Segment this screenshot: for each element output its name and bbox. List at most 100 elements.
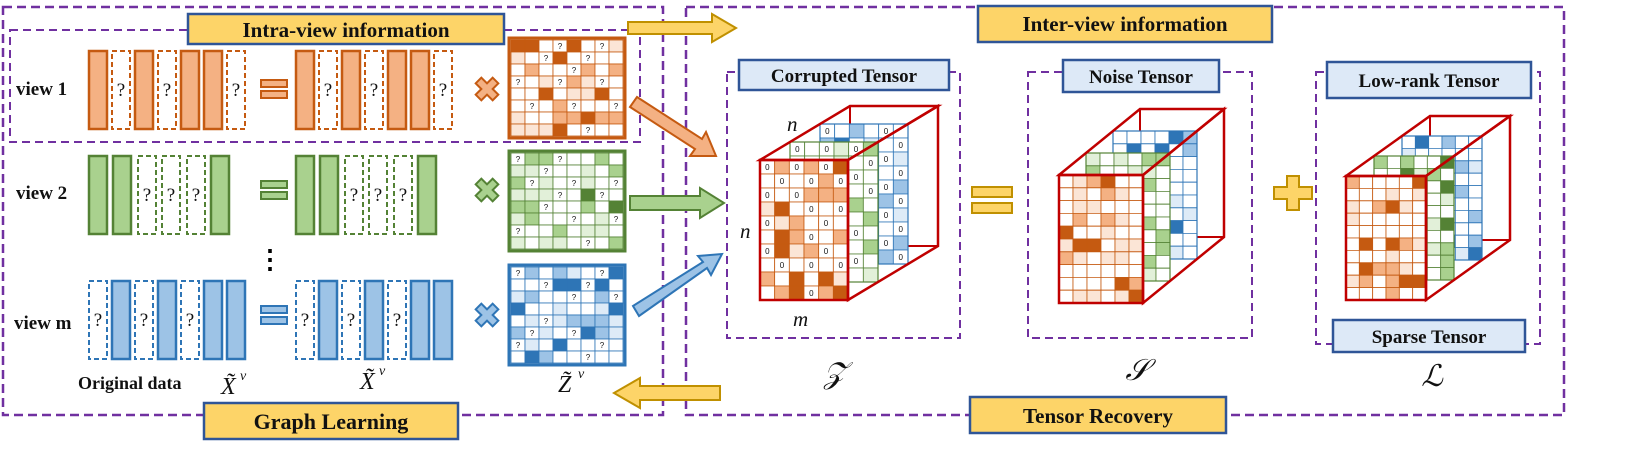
tensor-zero: 0 (854, 257, 859, 266)
tensor-cell (1440, 217, 1455, 231)
tensor-cell (1398, 249, 1414, 264)
tensor-cell (878, 193, 894, 209)
tensor-cell (1058, 238, 1074, 253)
tensor-cell (1426, 229, 1442, 244)
tensor-cell (1468, 209, 1483, 224)
matrix-cell (524, 123, 540, 137)
tensor-cell (863, 123, 880, 139)
graph-matrices: ????????????????????????????????????? (507, 36, 627, 367)
matrix-missing-mark: ? (544, 167, 549, 176)
tensor-cell (832, 187, 849, 203)
tensor-zero: 0 (838, 205, 843, 214)
z-cal-symbol: 𝒵 (823, 357, 854, 390)
tensor-cell (759, 201, 776, 217)
matrix-cell (510, 212, 526, 226)
tensor-cell (1426, 205, 1442, 219)
matrix-cell (510, 123, 526, 137)
matrix-cell (580, 212, 596, 226)
tensor-cell (818, 257, 834, 273)
tensor-cell (1372, 262, 1387, 276)
matrix-missing-mark: ? (600, 78, 605, 87)
svg-text:Intra-view information: Intra-view information (242, 18, 449, 42)
matrix-missing-mark: ? (586, 126, 591, 135)
tensor-cell (1114, 187, 1130, 202)
tensor-cell (1468, 247, 1483, 261)
matrix-cell (510, 51, 526, 65)
tensor-cell (1168, 194, 1184, 209)
missing-column (393, 155, 413, 235)
arrow-view-m (631, 252, 724, 318)
tensor-cell (1345, 287, 1360, 301)
tensor-cell (759, 271, 776, 287)
missing-column (157, 50, 177, 130)
tensor-zero: 0 (884, 127, 889, 136)
tensor-cell (1182, 181, 1198, 196)
tensor-cell (1468, 222, 1483, 236)
tensor-cell (1358, 175, 1374, 189)
tensor-cell (803, 243, 820, 259)
matrix-cell (608, 188, 624, 202)
tensor-cell (1155, 267, 1171, 282)
matrix-cell (566, 302, 582, 316)
tensor-cell (1358, 237, 1374, 251)
matrix-cell (510, 164, 526, 178)
data-column (409, 279, 431, 361)
matrix-cell (538, 326, 554, 340)
tensor-zero: 0 (809, 205, 814, 214)
tensor-cell (1412, 262, 1427, 276)
tensor-front-face (758, 158, 850, 302)
matrix-missing-mark: ? (572, 293, 577, 302)
tensor-cell (1072, 225, 1088, 240)
tensor-cell (1126, 130, 1142, 145)
tensor-cell (832, 215, 849, 231)
matrix-cell (580, 290, 596, 304)
multiply-symbol (474, 302, 500, 328)
tensor-cell (832, 285, 849, 301)
tensor-cell (1168, 181, 1184, 196)
tensor-cell (759, 257, 776, 273)
matrix-cell (538, 338, 554, 352)
matrix-cell (524, 200, 540, 214)
tensor-cell (1155, 242, 1171, 256)
matrix-cell (580, 266, 596, 280)
tensor-cell (1086, 264, 1102, 278)
tensor-cell (1454, 197, 1470, 211)
matrix-missing-mark: ? (572, 179, 577, 188)
tensor-cell (1085, 152, 1101, 167)
matrix-cell (552, 278, 568, 292)
data-column (133, 49, 155, 131)
missing-column (364, 50, 384, 130)
tensor-cell (1454, 247, 1470, 261)
matrix-cell (510, 236, 526, 250)
matrix-missing-mark: ? (600, 269, 605, 278)
tensor-cell (1345, 212, 1360, 227)
tensor-cell (1440, 192, 1455, 207)
matrix-cell (566, 236, 582, 250)
tensor-cell (1398, 274, 1414, 289)
matrix-missing-mark: ? (544, 203, 549, 212)
tensor-cell (1141, 152, 1157, 167)
matrix-border (507, 149, 627, 253)
missing-mark: ? (393, 310, 401, 331)
matrix-missing-mark: ? (558, 42, 563, 51)
tensor-cell (1345, 200, 1360, 214)
matrix-cell (566, 350, 582, 364)
tensor-zero: 0 (884, 239, 889, 248)
matrix-cell (566, 314, 582, 328)
matrix-cell (608, 152, 624, 166)
tensor-cell (818, 187, 834, 203)
matrix-cell (524, 338, 540, 352)
tensor-cell (1345, 237, 1360, 251)
tensor-cell (788, 173, 805, 189)
matrix-cell (524, 266, 540, 280)
tensor-cell (1412, 287, 1427, 301)
missing-column (295, 280, 315, 360)
svg-text:v: v (578, 367, 585, 382)
matrix-cell (552, 302, 568, 316)
tensor-cell (1401, 135, 1416, 149)
tensor-cell (862, 197, 879, 213)
view-m-label: view m (14, 313, 72, 334)
tensor-cell (1385, 249, 1400, 264)
intra-view-label: Intra-view information (186, 12, 506, 46)
matrix-cell (538, 188, 554, 202)
